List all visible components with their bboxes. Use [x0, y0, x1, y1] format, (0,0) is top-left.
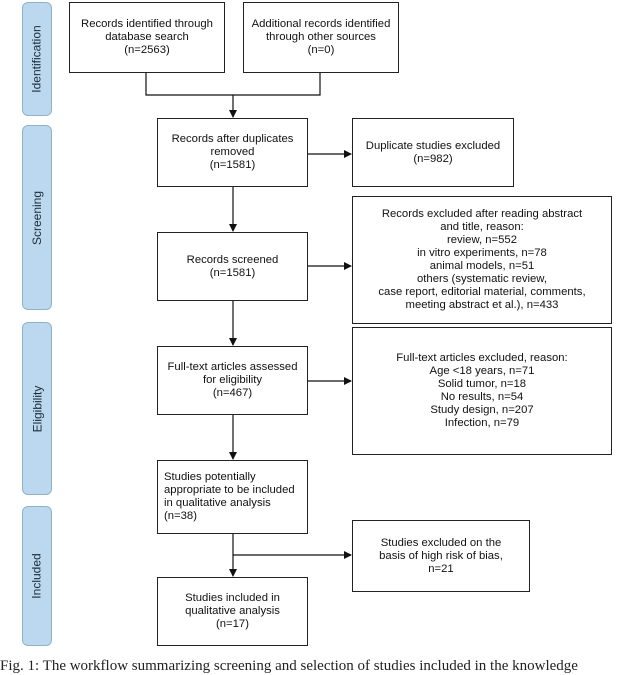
duplicates-excluded-box: Duplicate studies excluded (n=982): [352, 118, 514, 187]
merge-line: [145, 73, 321, 96]
fulltext-assessed-box: Full-text articles assessed for eligibil…: [157, 346, 308, 415]
duplicates-removed-box: Records after duplicates removed (n=1581…: [157, 118, 308, 187]
included-qualitative-text: Studies included in qualitative analysis…: [185, 592, 280, 630]
stage-eligibility: Eligibility: [22, 322, 52, 495]
other-sources-box: Additional records identified through ot…: [243, 2, 399, 73]
potentially-appropriate-box: Studies potentially appropriate to be in…: [157, 460, 308, 534]
database-search-box: Records identified through database sear…: [69, 2, 225, 73]
figure-caption: Fig. 1: The workflow summarizing screeni…: [0, 658, 578, 674]
excluded-bias-box: Studies excluded on the basis of high ri…: [352, 520, 530, 592]
included-qualitative-box: Studies included in qualitative analysis…: [157, 577, 308, 646]
stage-screening: Screening: [22, 125, 52, 310]
duplicates-excluded-text: Duplicate studies excluded (n=982): [365, 139, 501, 165]
excluded-bias-text: Studies excluded on the basis of high ri…: [379, 536, 503, 575]
records-excluded-box: Records excluded after reading abstract …: [352, 196, 612, 324]
stage-included: Included: [22, 506, 52, 646]
fulltext-excluded-box: Full-text articles excluded, reason: Age…: [352, 327, 612, 455]
fulltext-excluded-text: Full-text articles excluded, reason: Age…: [396, 352, 568, 429]
duplicates-removed-text: Records after duplicates removed (n=1581…: [171, 133, 294, 171]
records-screened-box: Records screened (n=1581): [157, 232, 308, 301]
other-sources-text: Additional records identified through ot…: [251, 18, 391, 56]
database-search-text: Records identified through database sear…: [81, 18, 213, 56]
records-excluded-text: Records excluded after reading abstract …: [378, 208, 586, 311]
records-screened-text: Records screened (n=1581): [186, 253, 279, 279]
potentially-appropriate-text: Studies potentially appropriate to be in…: [164, 471, 295, 522]
stage-identification: Identification: [22, 2, 52, 116]
fulltext-assessed-text: Full-text articles assessed for eligibil…: [167, 361, 298, 399]
